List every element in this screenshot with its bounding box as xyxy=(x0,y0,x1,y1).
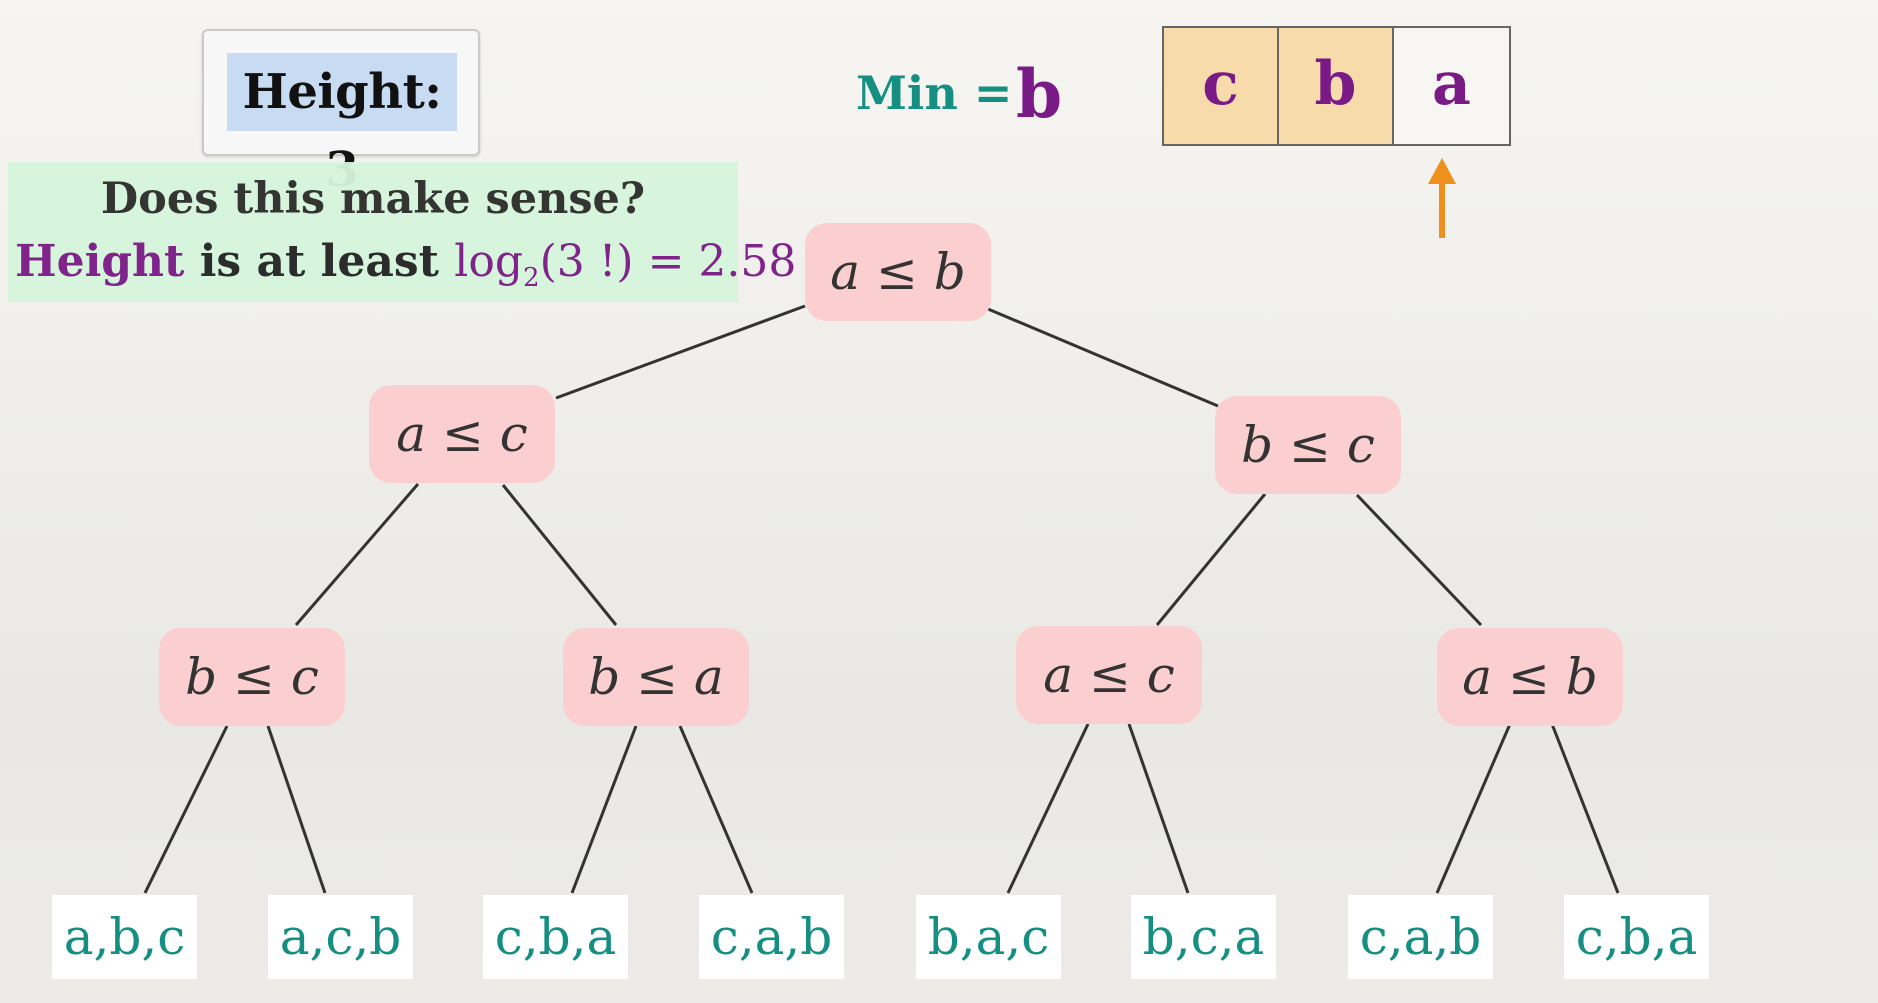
sense-question: Does this make sense? xyxy=(100,174,646,224)
tree-node-l2-1: b ≤ c xyxy=(159,628,345,726)
tree-node-root: a ≤ b xyxy=(805,223,991,321)
tree-node-l1-left: a ≤ c xyxy=(369,385,555,483)
tree-node-l2-4: a ≤ b xyxy=(1437,628,1623,726)
sense-callout: Does this make sense? Height is at least… xyxy=(8,162,796,302)
height-word: Height xyxy=(15,236,185,287)
tree-node-l2-3: a ≤ c xyxy=(1016,626,1202,724)
log-argument: (3 !) xyxy=(539,236,634,287)
leaf-5: b,a,c xyxy=(916,895,1061,979)
height-box: Height: 3 xyxy=(202,29,480,198)
leaf-4: c,a,b xyxy=(699,895,844,979)
log-base: 2 xyxy=(523,262,540,293)
arrow-up-icon xyxy=(1428,158,1456,238)
bound-phrase: is at least xyxy=(184,236,455,287)
min-value: b xyxy=(1016,55,1063,133)
height-label: Height: 3 xyxy=(227,53,457,198)
leaf-8: c,b,a xyxy=(1564,895,1709,979)
log-function: log xyxy=(454,236,524,287)
array-cell-c: c xyxy=(1164,28,1279,144)
leaf-7: c,a,b xyxy=(1348,895,1493,979)
leaf-6: b,c,a xyxy=(1131,895,1276,979)
height-bound-line: Height is at least log2(3 !) = 2.58 xyxy=(15,236,796,293)
tree-node-l2-2: b ≤ a xyxy=(563,628,749,726)
leaf-3: c,b,a xyxy=(483,895,628,979)
leaf-1: a,b,c xyxy=(52,895,197,979)
array-display: c b a xyxy=(1162,26,1511,146)
array-cell-b: b xyxy=(1279,28,1394,144)
bound-value: = 2.58 xyxy=(633,236,797,287)
array-cell-a: a xyxy=(1394,28,1509,144)
min-label: Min = xyxy=(856,66,1013,120)
tree-node-l1-right: b ≤ c xyxy=(1215,396,1401,494)
leaf-2: a,c,b xyxy=(268,895,413,979)
